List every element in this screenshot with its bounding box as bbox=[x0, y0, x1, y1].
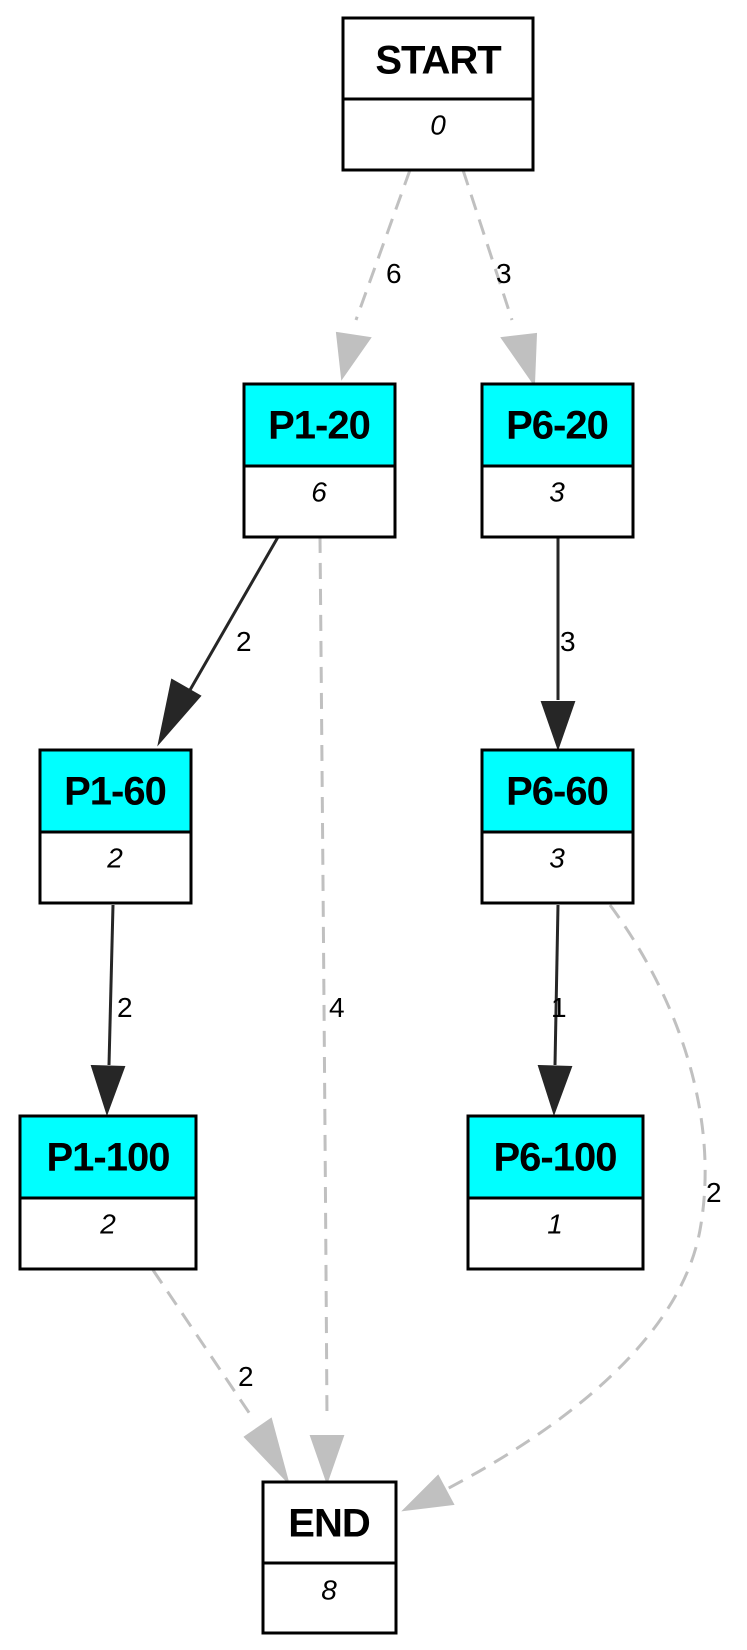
edge-label: 2 bbox=[706, 1177, 722, 1208]
edge-line bbox=[151, 1269, 256, 1421]
node-title: P1-20 bbox=[268, 404, 370, 448]
edges: 6 3 2 4 3 2 bbox=[90, 169, 722, 1512]
edge-line bbox=[553, 904, 560, 1066]
edge-label: 3 bbox=[560, 626, 576, 657]
edge-label: 2 bbox=[117, 992, 133, 1023]
node-value: 6 bbox=[311, 476, 327, 507]
edge-line bbox=[188, 536, 280, 691]
node-p6-100: P6-100 1 bbox=[466, 1114, 645, 1271]
node-body bbox=[341, 97, 535, 172]
node-header bbox=[480, 382, 635, 468]
node-p6-60: P6-60 3 bbox=[480, 748, 635, 905]
node-value: 8 bbox=[321, 1574, 337, 1605]
node-header bbox=[38, 748, 193, 834]
edge-arrowhead bbox=[335, 331, 372, 381]
node-header bbox=[466, 1114, 645, 1200]
edge-p1-20-end: 4 bbox=[309, 536, 345, 1486]
node-start: START 0 bbox=[341, 16, 535, 172]
edge-p6-20-p6-60: 3 bbox=[540, 537, 576, 752]
edge-line bbox=[318, 536, 329, 1421]
edge-arrowhead bbox=[243, 1417, 289, 1483]
edge-label: 3 bbox=[496, 258, 512, 289]
node-value: 0 bbox=[430, 109, 446, 140]
node-value: 2 bbox=[99, 1208, 116, 1239]
node-title: P6-20 bbox=[506, 404, 608, 448]
edge-start-p6-20: 3 bbox=[461, 169, 538, 388]
edge-arrowhead bbox=[537, 1064, 573, 1117]
node-header bbox=[480, 748, 635, 834]
node-title: P1-100 bbox=[47, 1136, 170, 1180]
edge-label: 2 bbox=[238, 1361, 254, 1392]
edge-arrowhead bbox=[309, 1435, 345, 1486]
node-title: P1-60 bbox=[64, 770, 166, 814]
edge-line bbox=[107, 904, 115, 1066]
nodes: START 0 P1-20 6 P6-20 3 P1-60 2 bbox=[18, 16, 645, 1635]
edge-arrowhead bbox=[401, 1474, 455, 1512]
node-header bbox=[242, 382, 397, 468]
edge-label: 1 bbox=[551, 992, 567, 1023]
node-header bbox=[261, 1480, 398, 1565]
node-p6-20: P6-20 3 bbox=[480, 382, 635, 539]
edge-line bbox=[444, 904, 707, 1492]
edge-label: 6 bbox=[386, 258, 402, 289]
node-p1-60: P1-60 2 bbox=[38, 748, 193, 905]
node-body bbox=[38, 830, 193, 905]
node-title: P6-60 bbox=[506, 770, 608, 814]
node-value: 3 bbox=[549, 842, 565, 873]
node-header bbox=[18, 1114, 198, 1200]
edge-p1-20-p1-60: 2 bbox=[157, 536, 280, 747]
edge-p1-100-end: 2 bbox=[151, 1269, 289, 1483]
node-p1-100: P1-100 2 bbox=[18, 1114, 198, 1271]
node-title: START bbox=[375, 39, 501, 83]
node-value: 1 bbox=[547, 1208, 563, 1239]
edge-arrowhead bbox=[157, 678, 202, 747]
edge-start-p1-20: 6 bbox=[335, 169, 412, 381]
edge-p1-60-p1-100: 2 bbox=[90, 904, 133, 1117]
edge-p6-60-p6-100: 1 bbox=[537, 904, 573, 1117]
node-p1-20: P1-20 6 bbox=[242, 382, 397, 539]
node-value: 3 bbox=[549, 476, 565, 507]
node-value: 2 bbox=[106, 842, 123, 873]
edge-label: 2 bbox=[236, 626, 252, 657]
edge-line bbox=[354, 169, 412, 321]
node-end: END 8 bbox=[261, 1480, 398, 1635]
node-body bbox=[242, 464, 397, 539]
node-body bbox=[18, 1196, 198, 1271]
edge-arrowhead bbox=[540, 701, 576, 752]
edge-line bbox=[461, 169, 514, 321]
edge-p6-60-end: 2 bbox=[401, 904, 722, 1512]
edge-label: 4 bbox=[329, 992, 345, 1023]
edge-arrowhead bbox=[500, 332, 538, 388]
node-title: P6-100 bbox=[494, 1136, 617, 1180]
node-title: END bbox=[288, 1502, 370, 1546]
edge-arrowhead bbox=[90, 1064, 126, 1117]
node-body bbox=[480, 830, 635, 905]
